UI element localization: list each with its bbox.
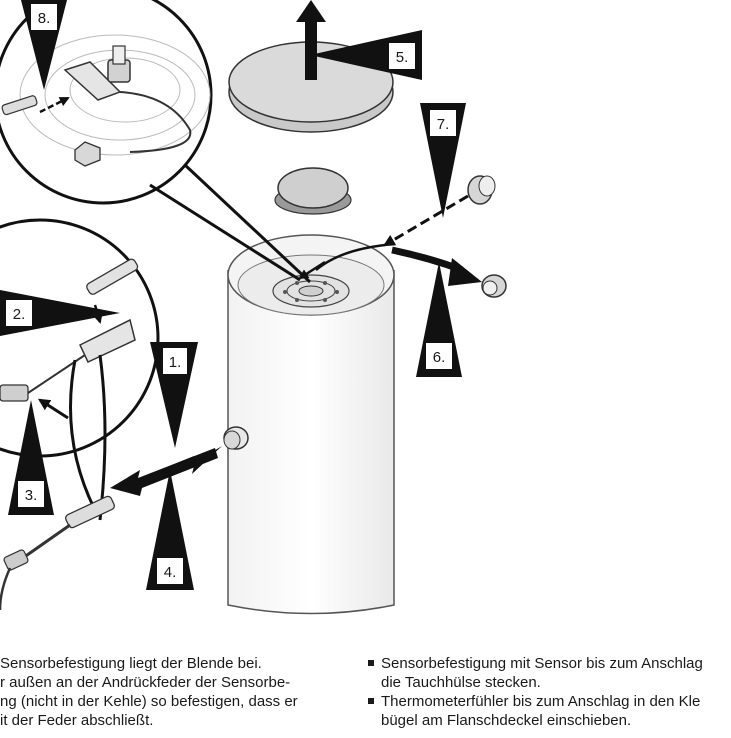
callout-step-7: 7. [420, 103, 466, 218]
instruction-line: Sensorbefestigung mit Sensor bis zum Ans… [381, 655, 703, 672]
sensor-cable [315, 243, 386, 271]
callout-step-2: 2. [0, 290, 120, 336]
bullet-square-icon [368, 698, 374, 704]
callout-step-6: 6. [416, 262, 462, 377]
step-label: 8. [38, 10, 51, 27]
step-label: 2. [13, 306, 26, 323]
detail-circle-sensor [0, 218, 160, 458]
step-label: 4. [164, 564, 177, 581]
instruction-line: ng (nicht in der Kehle) so befestigen, d… [0, 693, 298, 710]
connection-cap [467, 175, 496, 205]
cover-lid [228, 41, 394, 133]
sensor-plug [0, 495, 115, 611]
bullet-square-icon [368, 660, 374, 666]
instruction-line: r außen an der Andrückfeder der Sensorbe… [0, 674, 291, 691]
remove-arrow [391, 246, 482, 286]
instruction-bullet: Thermometerfühler bis zum Anschlag in de… [368, 692, 731, 730]
instruction-bullet: Sensorbefestigung mit Sensor bis zum Ans… [368, 654, 731, 692]
removed-cap [481, 274, 507, 298]
lift-arrow [296, 0, 326, 80]
step-label: 1. [169, 354, 182, 371]
insertion-double-arrow [110, 446, 222, 496]
instructions: Sensorbefestigung liegt der Blende bei. … [0, 654, 731, 738]
insulation-plug [274, 167, 352, 215]
sensor-sleeve [223, 426, 249, 450]
callout-step-1: 1. [150, 342, 198, 448]
callout-step-8: 8. [21, 0, 67, 90]
step-label: 3. [25, 487, 38, 504]
instruction-line: bügel am Flanschdeckel einschieben. [381, 712, 632, 729]
storage-tank [227, 234, 395, 615]
step-label: 7. [437, 116, 450, 133]
callout-step-4: 4. [146, 470, 194, 590]
step-label: 5. [396, 49, 409, 66]
callout-step-5: 5. [310, 30, 422, 80]
instructions-left-column: Sensorbefestigung liegt der Blende bei. … [0, 654, 350, 730]
callout-step-3: 3. [8, 400, 54, 515]
instruction-line: die Tauchhülse stecken. [381, 674, 541, 691]
instruction-line: Sensorbefestigung liegt der Blende bei. [0, 655, 262, 672]
insert-arrow [382, 194, 469, 247]
instructions-right-column: Sensorbefestigung mit Sensor bis zum Ans… [368, 654, 731, 730]
step-label: 6. [433, 349, 446, 366]
instruction-line: it der Feder abschließt. [0, 712, 154, 729]
installation-illustration: 1. 2. 3. 4. 5. 6. 7. 8. [0, 0, 507, 615]
instruction-line: Thermometerfühler bis zum Anschlag in de… [381, 693, 701, 710]
